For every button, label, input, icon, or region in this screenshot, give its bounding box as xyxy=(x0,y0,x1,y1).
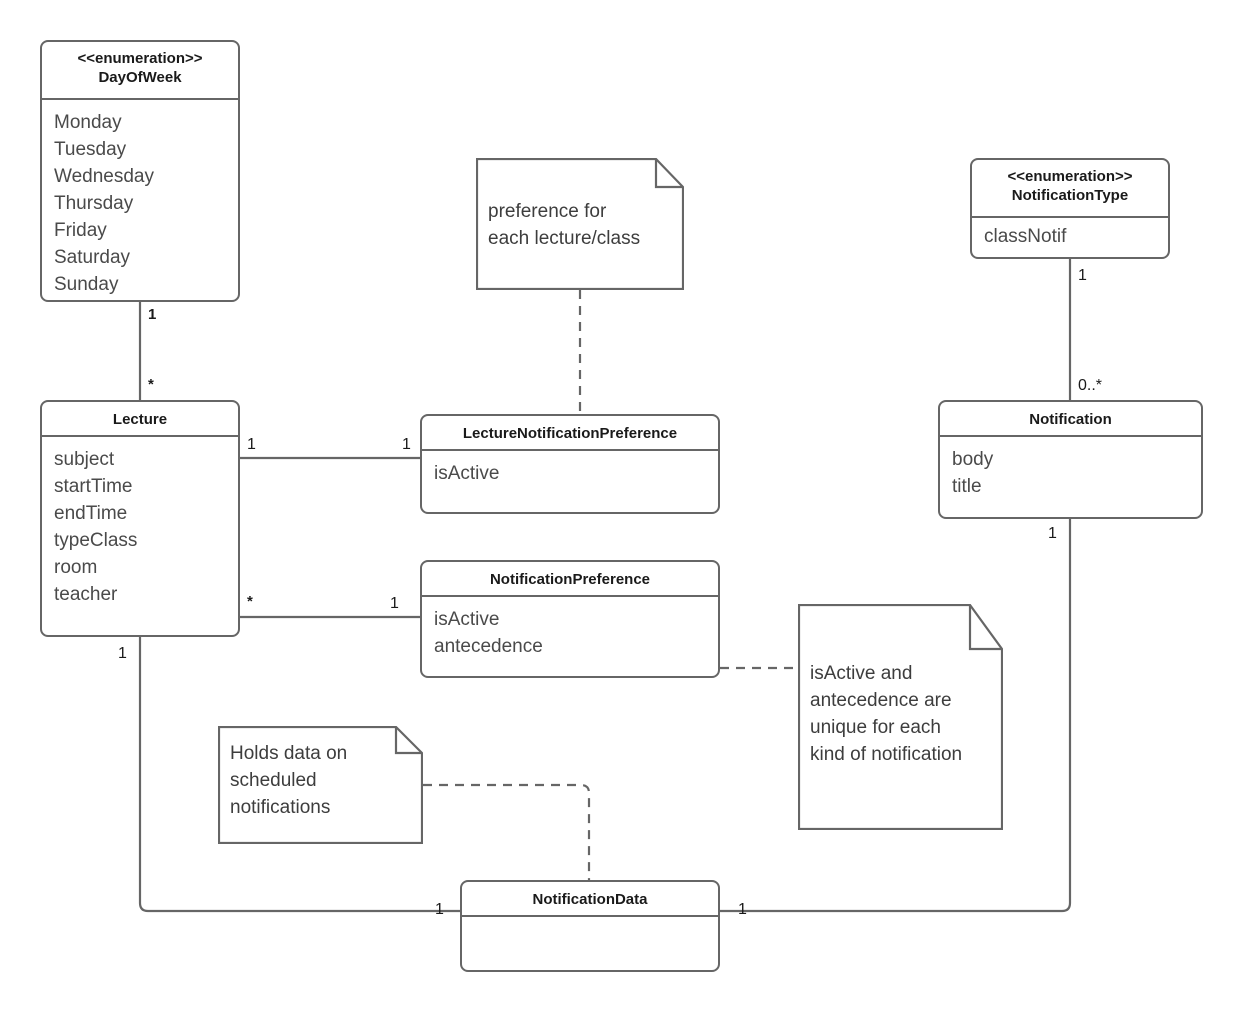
class-name-label: Notification xyxy=(1029,411,1112,428)
note-shape-icon xyxy=(798,604,1003,830)
class-name-label: NotificationType xyxy=(1011,187,1129,204)
attribute-item: title xyxy=(952,476,982,497)
edge-note-holds-notificationdata xyxy=(423,783,591,880)
stereotype-label: <<enumeration>> xyxy=(77,50,203,67)
class-attributes-dayofweek: Monday Tuesday Wednesday Thursday Friday… xyxy=(42,100,238,300)
multiplicity-label-lecture-ndata-source: 1 xyxy=(118,645,127,662)
attribute-item: startTime xyxy=(54,476,133,497)
class-name-label: DayOfWeek xyxy=(98,69,182,86)
attribute-item: classNotif xyxy=(984,226,1067,247)
class-box-dayofweek[interactable]: <<enumeration>> DayOfWeek Monday Tuesday… xyxy=(40,40,240,302)
attribute-item: antecedence xyxy=(434,636,543,657)
multiplicity-label-lecture-np-target: 1 xyxy=(390,595,399,612)
note-isactive-antecedence-unique[interactable]: isActive and antecedence are unique for … xyxy=(798,604,1003,830)
class-attributes-lecturenotificationpreference: isActive xyxy=(422,451,718,495)
class-box-notification[interactable]: Notification body title xyxy=(938,400,1203,519)
stereotype-label: <<enumeration>> xyxy=(1007,168,1133,185)
multiplicity-label-notification-ndata-source: 1 xyxy=(1048,525,1057,542)
class-box-lecturenotificationpreference[interactable]: LectureNotificationPreference isActive xyxy=(420,414,720,514)
attribute-item: Thursday xyxy=(54,193,134,214)
multiplicity-label-dayofweek-source: 1 xyxy=(148,306,157,323)
attribute-item: Saturday xyxy=(54,247,131,268)
multiplicity-label-notificationtype-target: 0..* xyxy=(1078,377,1103,394)
class-box-notificationdata[interactable]: NotificationData xyxy=(460,880,720,972)
class-header-lecture: Lecture xyxy=(42,402,238,437)
attribute-item: Tuesday xyxy=(54,139,127,160)
attribute-item: Friday xyxy=(54,220,107,241)
attribute-item: subject xyxy=(54,449,115,470)
multiplicity-label-dayofweek-target: * xyxy=(148,376,154,393)
attribute-item: Wednesday xyxy=(54,166,154,187)
note-text: preference for each lecture/class xyxy=(488,201,641,249)
multiplicity-label-lecture-np-source: * xyxy=(247,593,253,610)
class-attributes-notification: body title xyxy=(940,437,1201,508)
attribute-item: typeClass xyxy=(54,530,138,551)
class-header-notification: Notification xyxy=(940,402,1201,437)
class-attributes-lecture: subject startTime endTime typeClass room… xyxy=(42,437,238,616)
class-name-label: NotificationData xyxy=(532,891,648,908)
note-preference-for-each-lecture[interactable]: preference for each lecture/class xyxy=(476,158,684,290)
multiplicity-label-notificationdata-right: 1 xyxy=(738,901,747,918)
note-shape-icon xyxy=(476,158,684,290)
multiplicity-label-notificationdata-left: 1 xyxy=(435,901,444,918)
class-name-label: LectureNotificationPreference xyxy=(462,425,678,442)
note-text: Holds data on scheduled notifications xyxy=(230,743,348,818)
multiplicity-label-notificationtype-source: 1 xyxy=(1078,267,1087,284)
class-header-notificationpreference: NotificationPreference xyxy=(422,562,718,597)
class-header-dayofweek: <<enumeration>> DayOfWeek xyxy=(42,42,238,100)
attribute-item: body xyxy=(952,449,994,470)
class-name-label: Lecture xyxy=(112,411,168,428)
class-header-notificationtype: <<enumeration>> NotificationType xyxy=(972,160,1168,218)
class-box-notificationpreference[interactable]: NotificationPreference isActive antecede… xyxy=(420,560,720,678)
attribute-item: Sunday xyxy=(54,274,119,295)
class-name-label: NotificationPreference xyxy=(489,571,651,588)
multiplicity-label-lecture-lnp-target: 1 xyxy=(402,436,411,453)
attribute-item: isActive xyxy=(434,463,500,484)
attribute-item: room xyxy=(54,557,98,578)
note-text: isActive and antecedence are unique for … xyxy=(810,663,963,765)
note-shape-icon xyxy=(218,726,423,844)
class-header-notificationdata: NotificationData xyxy=(462,882,718,917)
multiplicity-label-lecture-lnp-source: 1 xyxy=(247,436,256,453)
class-box-lecture[interactable]: Lecture subject startTime endTime typeCl… xyxy=(40,400,240,637)
note-holds-data-scheduled[interactable]: Holds data on scheduled notifications xyxy=(218,726,423,844)
attribute-item: Monday xyxy=(54,112,122,133)
attribute-item: teacher xyxy=(54,584,118,605)
class-attributes-notificationdata xyxy=(462,917,718,934)
attribute-item: endTime xyxy=(54,503,128,524)
class-box-notificationtype[interactable]: <<enumeration>> NotificationType classNo… xyxy=(970,158,1170,259)
class-attributes-notificationtype: classNotif xyxy=(972,218,1168,257)
class-header-lecturenotificationpreference: LectureNotificationPreference xyxy=(422,416,718,451)
class-attributes-notificationpreference: isActive antecedence xyxy=(422,597,718,668)
attribute-item: isActive xyxy=(434,609,500,630)
